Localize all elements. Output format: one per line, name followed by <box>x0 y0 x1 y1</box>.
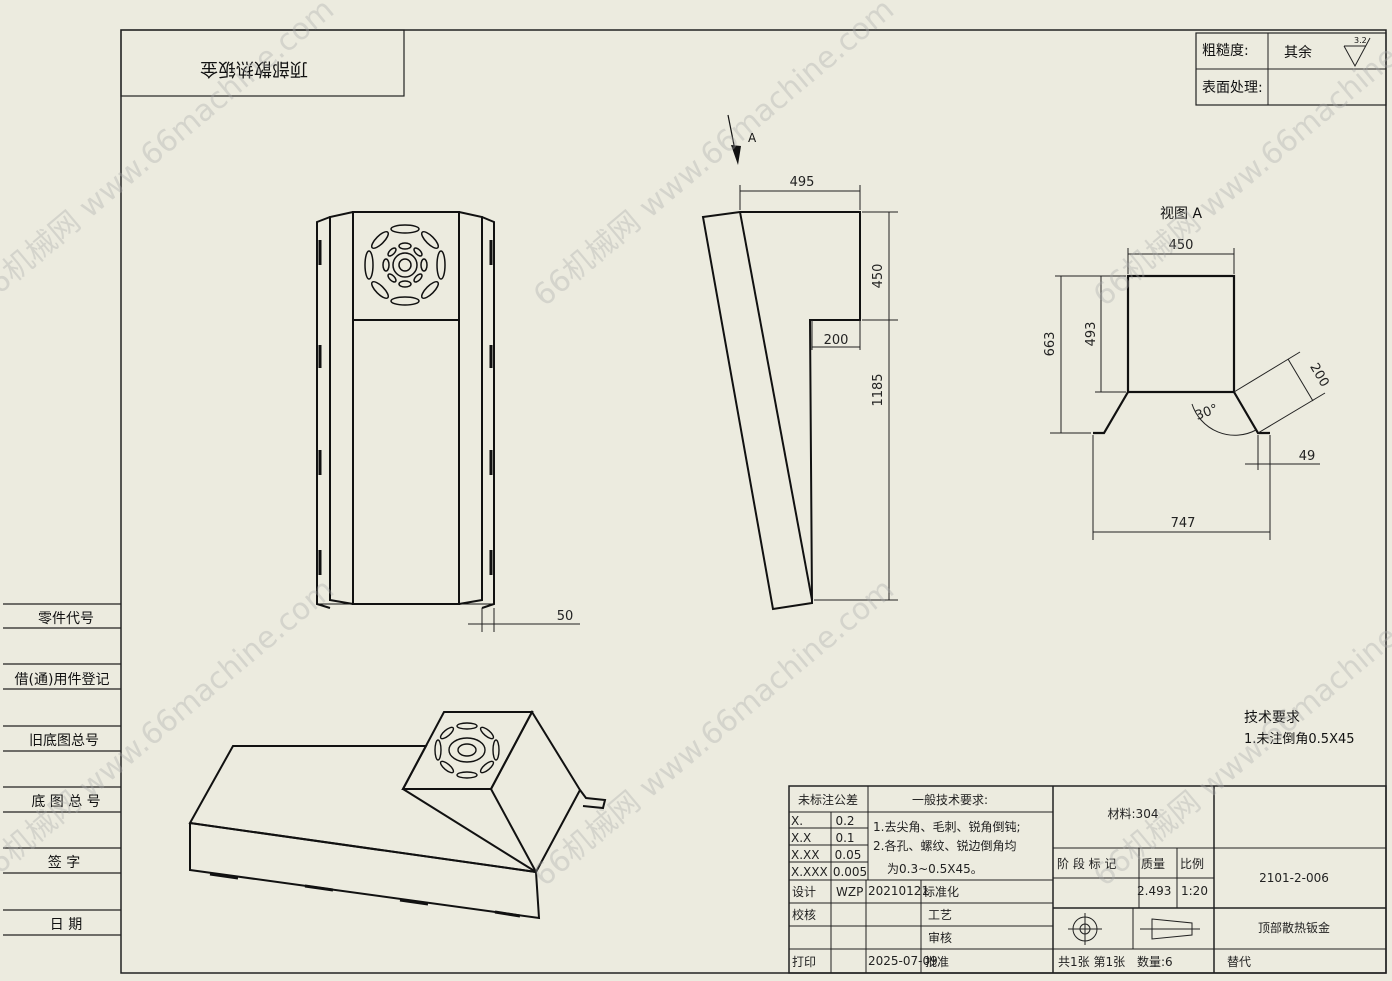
drawing-border <box>120 29 1387 974</box>
view-a-title: 视图 A <box>1160 206 1202 222</box>
left-col-signature: 签 字 <box>48 854 80 871</box>
roughness-label: 粗糙度: <box>1202 43 1249 59</box>
dim-view-lip: 49 <box>1299 449 1316 464</box>
dim-front-width: 50 <box>557 609 574 624</box>
vent-pattern-icon <box>364 224 446 306</box>
watermark-layer: 66机械网 www.66machine.com 66机械网 www.66mach… <box>0 0 1392 894</box>
tb-tol-fmt-2: X.X <box>791 831 811 845</box>
roughness-value: 其余 <box>1284 44 1312 61</box>
title-block <box>788 785 1387 974</box>
tb-scale-label: 比例 <box>1180 857 1204 871</box>
projection-symbol-icon <box>1068 913 1200 945</box>
dim-side-upper: 450 <box>871 264 886 289</box>
surface-table: 粗糙度: 其余 3.2 表面处理: <box>1195 32 1387 106</box>
tb-part-name: 顶部散热钣金 <box>1258 920 1330 935</box>
tb-stage-label: 阶 段 标 记 <box>1057 856 1116 871</box>
watermark-text: 66机械网 www.66machine.com <box>527 0 901 314</box>
iso-vent-icon <box>434 722 500 779</box>
left-col-old-drawing: 旧底图总号 <box>29 733 99 749</box>
tb-approve-label: 批准 <box>925 954 949 969</box>
tb-process-label: 工艺 <box>928 908 952 922</box>
side-view <box>701 211 861 611</box>
tb-req-line3: 为0.3~0.5X45。 <box>887 862 983 876</box>
title-box: 顶部散热钣金 <box>120 29 405 97</box>
front-view <box>316 211 495 609</box>
tb-tol-fmt-3: X.XX <box>791 848 819 862</box>
dim-view-total: 663 <box>1043 332 1058 357</box>
dim-view-top: 450 <box>1169 238 1194 253</box>
tb-replace-label: 替代 <box>1227 955 1251 969</box>
tb-tol-val-2: 0.1 <box>835 831 854 845</box>
tb-print-date: 2025-07-09 <box>868 954 938 968</box>
left-col-date: 日 期 <box>50 917 82 933</box>
tb-tol-fmt-1: X. <box>791 814 803 828</box>
tb-weight-label: 质量 <box>1141 857 1165 871</box>
tb-print-label: 打印 <box>792 955 816 969</box>
tb-general-header: 一般技术要求: <box>912 792 988 807</box>
roughness-symbol-value: 3.2 <box>1354 36 1367 45</box>
tb-req-line2: 2.各孔、螺纹、锐边倒角均 <box>873 838 1016 853</box>
tb-sheet-info: 共1张 第1张 <box>1058 955 1125 969</box>
tb-tol-fmt-4: X.XXX <box>791 865 828 879</box>
tb-drawing-number: 2101-2-006 <box>1259 871 1329 885</box>
tb-standard-label: 标准化 <box>923 885 959 899</box>
tb-check-label: 校核 <box>792 907 816 922</box>
tech-notes-title: 技术要求 <box>1244 710 1300 726</box>
tb-quantity: 数量:6 <box>1137 954 1173 969</box>
view-a-arrow-label: A <box>748 131 757 145</box>
tb-scale-value: 1:20 <box>1181 884 1208 898</box>
tb-designer: WZP <box>836 885 863 899</box>
tb-tolerance-header: 未标注公差 <box>798 792 858 807</box>
tb-weight-value: 2.493 <box>1137 884 1171 898</box>
mirrored-title: 顶部散热钣金 <box>200 58 308 79</box>
dim-side-step: 200 <box>824 333 849 348</box>
tech-notes-line1: 1.未注倒角0.5X45 <box>1244 732 1355 747</box>
tb-design-date: 20210121 <box>868 884 929 898</box>
tb-material: 材料:304 <box>1108 807 1159 821</box>
front-width-dimension <box>468 608 580 632</box>
dim-view-bottom: 747 <box>1171 516 1196 531</box>
dim-view-flange: 200 <box>1306 361 1331 390</box>
isometric-view <box>188 709 607 920</box>
treatment-label: 表面处理: <box>1202 80 1263 96</box>
left-col-part-code: 零件代号 <box>38 611 94 627</box>
dim-view-angle: 30° <box>1193 402 1220 424</box>
left-column <box>3 603 121 936</box>
dim-view-inner: 493 <box>1084 322 1099 347</box>
watermark-text: 66机械网 www.66machine.com <box>0 0 341 314</box>
left-col-borrow: 借(通)用件登记 <box>15 672 110 688</box>
roughness-symbol-icon: 3.2 <box>1343 36 1371 68</box>
tb-req-line1: 1.去尖角、毛刺、锐角倒钝; <box>873 820 1021 834</box>
dim-side-total: 1185 <box>871 373 886 406</box>
tb-design-label: 设计 <box>792 885 816 899</box>
side-dimensions <box>739 185 898 601</box>
tb-review-label: 审核 <box>928 930 952 945</box>
view-a-arrow: A <box>727 114 757 165</box>
view-a-dimensions <box>1050 248 1326 540</box>
left-col-base-drawing: 底 图 总 号 <box>31 794 100 810</box>
tb-tol-val-4: 0.005 <box>833 865 867 879</box>
tb-tol-val-3: 0.05 <box>835 848 862 862</box>
tb-tol-val-1: 0.2 <box>835 814 854 828</box>
dim-side-top: 495 <box>790 175 815 190</box>
